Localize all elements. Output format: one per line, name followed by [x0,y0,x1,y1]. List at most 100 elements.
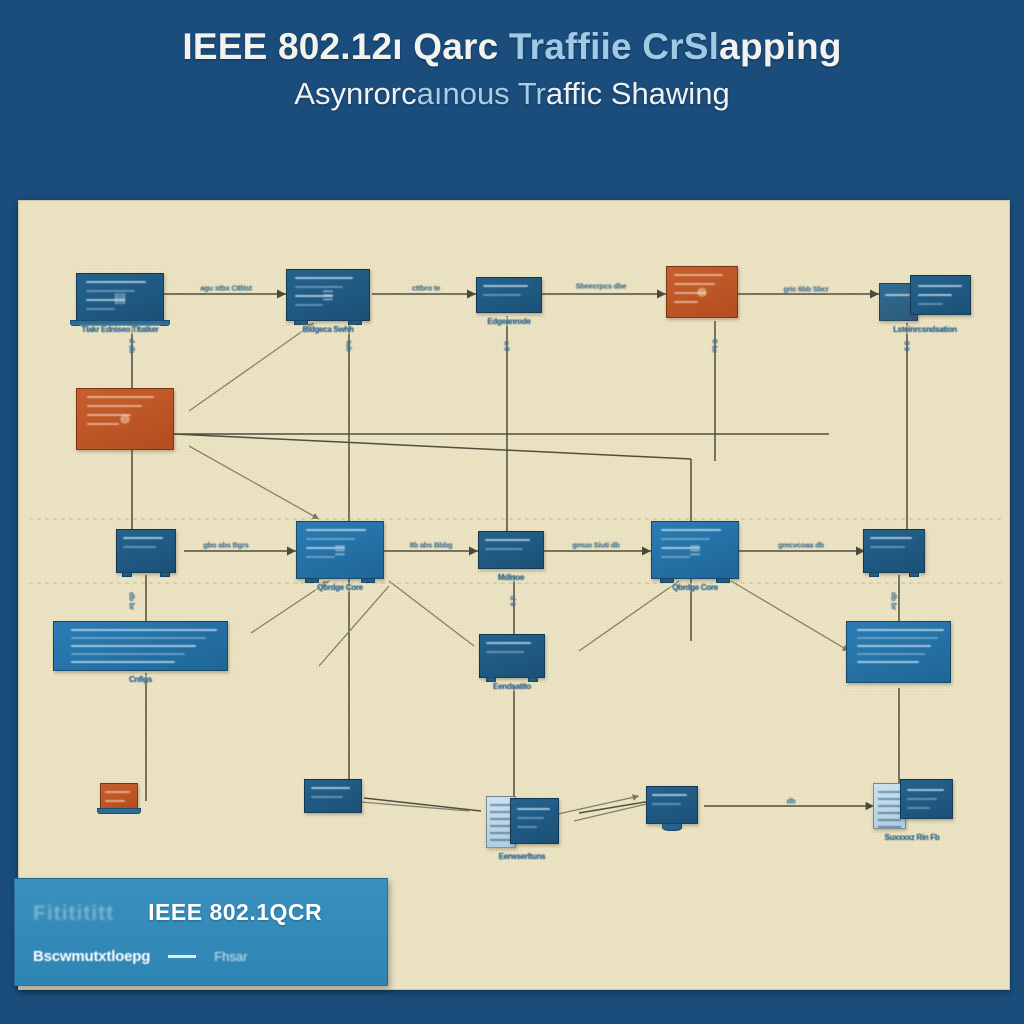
diagram-node-talker-endstation[interactable]: ▤ Tlakr Edniseo Tltatker [69,273,171,334]
edge-label-bridge-to-edge: cttbro te [411,283,441,293]
node-body: ☰ [296,521,384,579]
diagram-node-listener-laptop-orange[interactable] [97,783,141,814]
edge-label-center-down: d 9 [508,595,518,607]
legend-item-label-2: Fhsar [214,949,248,964]
edge-label-talker-to-bridge: agu stbx CIBIst [200,283,252,293]
title-line2-part2: aınous Tr [416,76,546,111]
edge-label-talker-down: d db [127,338,137,354]
node-caption: Bidgeca Swhh [300,325,356,334]
page-title: IEEE 802.12ı Qarc Traffiie CrSlapping [0,22,1024,72]
node-caption: Mdlnoe [495,573,527,582]
switch-foot-icon [716,578,731,583]
node-body [863,529,925,573]
diagram-node-monitor-bottom[interactable] [646,786,698,831]
node-symbol-icon: ☰ [322,288,334,303]
node-body [846,621,951,683]
edge-label-mid-center: gmuo Siuti db [572,540,620,550]
node-body [100,783,138,809]
node-caption: Edgeanrode [485,317,533,326]
legend-items: Bscwmutxtloepg Fhsar [33,948,369,965]
switch-foot-icon [361,578,376,583]
diagram-node-switch-right-mid[interactable] [863,529,925,577]
switch-foot-icon [485,677,497,682]
diagram-node-bridge-switch-a[interactable]: ☰ Bidgeca Swhh [286,269,370,334]
node-caption: Tlakr Edniseo Tltatker [79,325,161,334]
node-caption: Qbrdge Core [670,583,720,592]
node-symbol-icon: ☰ [334,543,346,559]
title-line1-part2: Traffiie CrSl [508,26,720,67]
switch-foot-icon [869,572,880,577]
title-block: IEEE 802.12ı Qarc Traffiie CrSlapping As… [0,22,1024,116]
title-line1-part3: apping [719,26,842,67]
legend-item-label-1: Bscwmutxtloepg [33,948,151,965]
diagram-node-listener-rack-bottom[interactable]: Suxxxxz Rin Fb [873,779,953,842]
diagram-node-relay-node-center[interactable]: Mdlnoe [478,531,544,582]
node-body [510,798,559,844]
edge-label-mid-right: gmcvcoaa db [778,540,824,550]
diagram-node-atc-shaper-orange-left[interactable]: ☸ [76,388,174,450]
edge-label-mid-left: gbo abs Bgrs [203,540,249,550]
diagram-node-server-tower-bottom[interactable]: Eerwserltuns [486,796,559,861]
diagram-node-config-panel-right[interactable] [846,621,951,683]
diagram-node-listener-endstation-top[interactable]: Lsteinrcsndsation [879,275,971,334]
diagram-node-bridge-switch-b[interactable]: Edgeanrode [476,277,542,326]
switch-foot-icon [304,578,319,583]
diagram-node-core-bridge-center-left[interactable]: ☰ Qbrdge Core [296,521,384,592]
diagram-node-access-switch-bottom[interactable] [304,779,362,813]
node-body [478,531,544,569]
switch-foot-icon [908,572,919,577]
node-caption: Cnfigs [126,675,155,684]
node-symbol-icon: ▤ [113,289,127,305]
edge-label-panel-left-down: db br [127,592,137,610]
edge-label-right-down: db br [889,592,899,610]
legend-ghost-title: Fititititt [33,902,115,925]
switch-foot-icon [122,572,132,577]
legend-title-row: Fititititt IEEE 802.1QCR [33,899,369,926]
node-body: ☸ [76,388,174,450]
edge-label-edge-down: a 8 [502,341,512,351]
node-caption: Lsteinrcsndsation [891,325,959,334]
node-body [116,529,176,573]
diagram-node-core-bridge-center-right[interactable]: ☰ Qbrdge Core [651,521,739,592]
node-body [900,779,953,819]
node-caption: Qbrdge Core [315,583,365,592]
node-body: ▤ [76,273,164,321]
edge-label-listener-down: 9 9 [902,341,912,351]
node-caption: Eendsatito [491,682,533,691]
edge-label-mid-center-left: 8b abs Bbbg [409,540,453,550]
node-symbol-icon: ☸ [119,412,131,428]
laptop-base-icon [97,808,141,814]
diagram-canvas: ▤ Tlakr Edniseo Tltatker ☰ Bidgeca Swhh Edge… [18,200,1010,990]
switch-foot-icon [294,320,308,325]
monitor-stand-icon [662,823,682,831]
node-body [479,634,545,678]
legend-dash-swatch [168,955,197,958]
diagram-node-switch-left-mid[interactable] [116,529,176,577]
node-body [476,277,542,313]
edge-label-shaper-down: 8 1e [710,339,720,353]
node-body [646,786,698,824]
switch-foot-icon [659,578,674,583]
title-line2-part3: affic Shawing [545,76,730,111]
node-symbol-icon: ☸ [696,285,708,300]
title-line2-part1: Asynrorc [294,76,417,111]
edge-label-shaper-to-listener: gric 6bb Sbcr [783,284,829,294]
diagram-node-shaper-node-orange[interactable]: ☸ [666,266,738,318]
node-body [53,621,228,671]
node-body: ☸ [666,266,738,318]
node-body [304,779,362,813]
node-caption: Suxxxxz Rin Fb [882,833,942,842]
switch-foot-icon [160,572,170,577]
node-body: ☰ [651,521,739,579]
node-body: ☰ [286,269,370,321]
node-body [910,275,971,315]
edge-label-bottom-link: db [786,796,796,806]
diagram-node-config-panel-left[interactable]: Cnfigs [53,621,228,684]
title-line1-part1: IEEE 802.12ı Qarc [182,26,509,67]
page-subtitle: Asynrorcaınous Traffic Shawing [0,72,1024,116]
edge-label-bridge-down: tub [344,340,354,352]
edge-label-edge-to-shaper: Sbeecrpcs dbe [575,281,627,291]
switch-foot-icon [527,677,539,682]
diagram-node-queue-node-center[interactable]: Eendsatito [479,634,545,691]
legend-panel[interactable]: Fititititt IEEE 802.1QCR Bscwmutxtloepg … [14,878,388,986]
